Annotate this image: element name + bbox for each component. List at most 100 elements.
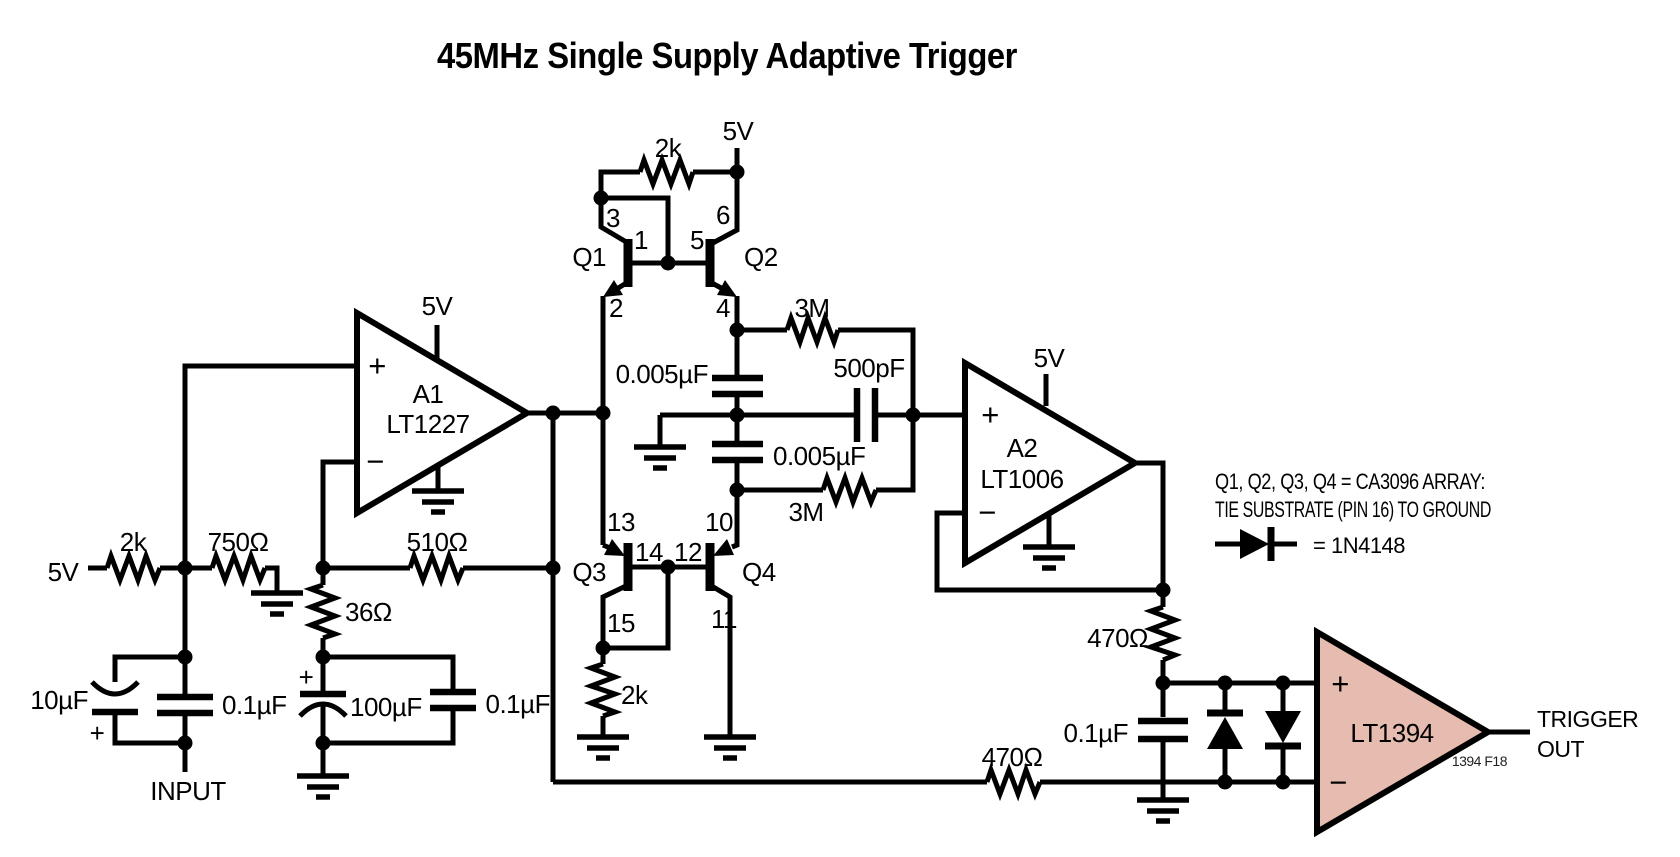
diode-down-triangle bbox=[1265, 711, 1301, 743]
wire-01mid-branch-top bbox=[323, 654, 456, 690]
label-5v-top: 5V bbox=[723, 116, 755, 146]
label-cap-100u: 100µF bbox=[350, 692, 422, 722]
label-q2: Q2 bbox=[744, 242, 778, 272]
capacitor-01-mid bbox=[430, 688, 476, 712]
ground-q4 bbox=[704, 734, 756, 761]
label-a1: A1 bbox=[413, 379, 444, 409]
junction-dot bbox=[1275, 774, 1291, 790]
label-5v-a1: 5V bbox=[422, 291, 454, 321]
wire-q4-emitter-diag bbox=[731, 492, 740, 550]
note-line1: Q1, Q2, Q3, Q4 = CA3096 ARRAY: bbox=[1215, 469, 1485, 494]
resistor-2k-input bbox=[104, 548, 163, 588]
pin-q2-emitter: 4 bbox=[716, 293, 730, 323]
amplifier-layer bbox=[354, 307, 1494, 838]
label-cap-10u: 10µF bbox=[30, 685, 88, 715]
wire-a1-plus-in bbox=[182, 363, 357, 568]
resistor-510 bbox=[407, 548, 466, 588]
junction-dot bbox=[177, 560, 193, 576]
wire-q3-collector bbox=[600, 582, 630, 648]
junction-dot bbox=[729, 482, 745, 498]
text-layer: 45MHz Single Supply Adaptive Trigger 5V … bbox=[30, 35, 1639, 806]
pin-q1-base: 1 bbox=[634, 225, 648, 255]
junction-dot bbox=[1217, 774, 1233, 790]
resistor-3m-upper bbox=[784, 310, 841, 350]
junction-dot bbox=[905, 407, 921, 423]
ground-2k-q3 bbox=[577, 734, 629, 761]
wire-10u-branch-bottom bbox=[112, 715, 185, 746]
a2-minus-sign: − bbox=[978, 495, 996, 530]
junction-dot bbox=[315, 560, 331, 576]
label-cap-01-input: 0.1µF bbox=[222, 690, 287, 720]
junction-dot bbox=[660, 559, 676, 575]
junction-dot bbox=[545, 405, 561, 421]
q3-emitter-arrow bbox=[604, 539, 625, 556]
label-resistor-750: 750Ω bbox=[208, 527, 269, 557]
capacitor-01-output bbox=[1138, 717, 1188, 743]
pin-q1-collector: 3 bbox=[606, 203, 620, 233]
pin-q2-base: 5 bbox=[690, 225, 704, 255]
a2-plus-sign: + bbox=[981, 397, 999, 432]
label-trigger-out: OUT bbox=[1537, 736, 1585, 762]
wire-layer bbox=[88, 148, 1530, 800]
plus-cap-10u: + bbox=[90, 718, 105, 748]
label-lt1394: LT1394 bbox=[1350, 718, 1433, 748]
label-resistor-2k-input: 2k bbox=[120, 527, 148, 557]
capacitor-500pf bbox=[853, 388, 879, 442]
label-input: INPUT bbox=[150, 776, 226, 806]
junction-dot bbox=[729, 407, 745, 423]
capacitor-10u-curved-plate bbox=[90, 680, 140, 697]
label-lt1006: LT1006 bbox=[980, 464, 1063, 494]
wire-q3-diode-tie bbox=[603, 567, 671, 651]
ground-100u bbox=[297, 773, 349, 800]
ground-750 bbox=[251, 590, 303, 617]
resistor-3m-lower bbox=[820, 470, 879, 510]
pin-q3-base: 14 bbox=[635, 537, 663, 567]
a1-minus-sign: − bbox=[366, 444, 384, 479]
junction-dot bbox=[315, 735, 331, 751]
label-q1: Q1 bbox=[572, 242, 606, 272]
junction-dot bbox=[1155, 675, 1171, 691]
label-resistor-2k-top: 2k bbox=[655, 133, 683, 163]
label-resistor-510: 510Ω bbox=[407, 527, 468, 557]
label-a2: A2 bbox=[1007, 433, 1038, 463]
diode-layer bbox=[1207, 527, 1301, 750]
wire-q1q2-base-tap bbox=[601, 195, 671, 263]
ground-layer bbox=[251, 444, 1189, 824]
a1-plus-sign: + bbox=[368, 348, 386, 383]
comparator-minus-sign: − bbox=[1329, 765, 1347, 800]
wire-q4-collector bbox=[708, 582, 733, 737]
label-resistor-3m-upper: 3M bbox=[794, 293, 829, 323]
resistor-36 bbox=[303, 582, 343, 641]
junction-layer bbox=[177, 164, 1291, 790]
ground-a2 bbox=[1023, 544, 1075, 571]
label-cap-005-lower: 0.005µF bbox=[773, 441, 865, 471]
resistor-470-feedback bbox=[984, 762, 1043, 802]
junction-dot bbox=[595, 640, 611, 656]
label-trigger: TRIGGER bbox=[1537, 706, 1638, 732]
pin-q3-collector: 15 bbox=[607, 608, 635, 638]
junction-dot bbox=[177, 735, 193, 751]
ground-a1 bbox=[412, 488, 464, 515]
wire-01mid-branch-bottom bbox=[323, 710, 456, 746]
resistor-470-a2out bbox=[1143, 604, 1183, 663]
label-resistor-2k-q3: 2k bbox=[621, 680, 649, 710]
label-resistor-470-a2: 470Ω bbox=[1087, 623, 1148, 653]
note-line2: TIE SUBSTRATE (PIN 16) TO GROUND bbox=[1215, 497, 1491, 522]
capacitor-005-upper bbox=[712, 374, 763, 398]
label-cap-005-upper: 0.005µF bbox=[616, 359, 708, 389]
label-resistor-470-feedback: 470Ω bbox=[982, 742, 1043, 772]
pin-q1-emitter: 2 bbox=[609, 293, 623, 323]
q4-emitter-arrow bbox=[713, 539, 734, 556]
label-cap-01-mid: 0.1µF bbox=[485, 689, 550, 719]
note-diode-label: = 1N4148 bbox=[1313, 533, 1405, 558]
comparator-plus-sign: + bbox=[1331, 666, 1349, 701]
plus-cap-100u: + bbox=[299, 662, 314, 692]
page-title: 45MHz Single Supply Adaptive Trigger bbox=[437, 35, 1017, 76]
junction-dot bbox=[1217, 675, 1233, 691]
pin-q3-emitter: 13 bbox=[607, 507, 635, 537]
junction-dot bbox=[545, 560, 561, 576]
label-resistor-3m-lower: 3M bbox=[788, 497, 823, 527]
resistor-layer bbox=[104, 152, 1183, 802]
label-lt1227: LT1227 bbox=[386, 409, 469, 439]
